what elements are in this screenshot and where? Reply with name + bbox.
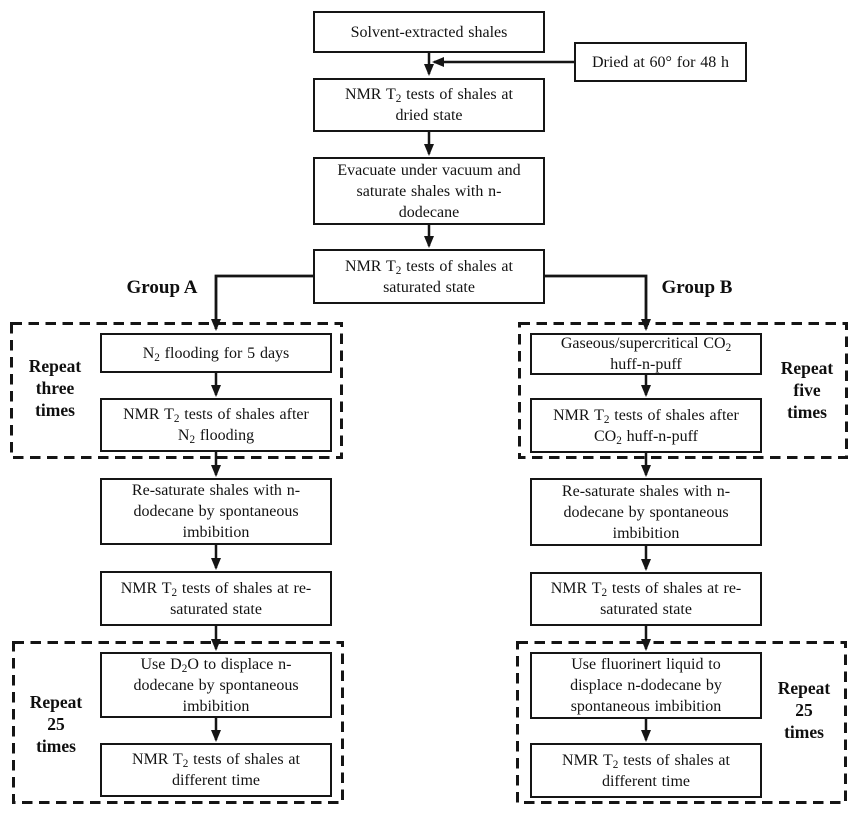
group-b-label: Group B bbox=[661, 277, 733, 298]
step-label: Use D2O to displace n- dodecane by spont… bbox=[133, 655, 299, 715]
step-label: Gaseous/supercritical CO2 huff-n-puff bbox=[560, 335, 732, 373]
repeat-25-times-enclosure-a bbox=[12, 641, 344, 804]
repeat-five-times-enclosure bbox=[518, 322, 848, 459]
repeat-25-times-label-b: Repeat 25 times bbox=[777, 678, 831, 742]
step-label: NMR T2 tests of shales at re- saturated … bbox=[550, 580, 742, 618]
step-b-nmr-resaturated-state: NMR T2 tests of shales at re- saturated … bbox=[530, 572, 762, 626]
step-label: NMR T2 tests of shales at dried state bbox=[345, 86, 513, 124]
repeat-five-times-label: Repeat five times bbox=[780, 358, 834, 422]
step-label: Solvent-extracted shales bbox=[350, 23, 508, 41]
branch-group-a bbox=[211, 274, 313, 331]
step-a-nmr-different-time: NMR T2 tests of shales at different time bbox=[100, 743, 332, 797]
step-label: Evacuate under vacuum and saturate shale… bbox=[337, 161, 521, 221]
step-a-nmr-resaturated-state: NMR T2 tests of shales at re- saturated … bbox=[100, 571, 332, 626]
step-label: N2 flooding for 5 days bbox=[142, 344, 290, 364]
step-nmr-saturated-state: NMR T2 tests of shales at saturated stat… bbox=[313, 249, 545, 304]
repeat-25-times-label-a: Repeat 25 times bbox=[29, 692, 83, 756]
step-nmr-dried-state: NMR T2 tests of shales at dried state bbox=[313, 78, 545, 132]
repeat-three-times-label: Repeat three times bbox=[28, 356, 82, 420]
step-label: NMR T2 tests of shales at different time bbox=[132, 751, 300, 789]
step-b-nmr-after-co2: NMR T2 tests of shales after CO2 huff-n-… bbox=[530, 398, 762, 453]
branch-group-b bbox=[545, 274, 651, 331]
step-a-nmr-after-n2-flooding: NMR T2 tests of shales after N2 flooding bbox=[100, 398, 332, 452]
step-a-n2-flooding: N2 flooding for 5 days bbox=[100, 333, 332, 373]
repeat-three-times-enclosure bbox=[10, 322, 343, 459]
step-a-resaturate-shales: Re-saturate shales with n- dodecane by s… bbox=[100, 478, 332, 545]
step-label: NMR T2 tests of shales after CO2 huff-n-… bbox=[553, 406, 739, 447]
step-label: Re-saturate shales with n- dodecane by s… bbox=[561, 482, 731, 542]
step-label: NMR T2 tests of shales at re- saturated … bbox=[120, 579, 312, 618]
step-evacuate-saturate: Evacuate under vacuum and saturate shale… bbox=[313, 157, 545, 225]
step-label: NMR T2 tests of shales after N2 flooding bbox=[123, 406, 309, 447]
repeat-25-times-enclosure-b bbox=[516, 641, 847, 804]
step-b-fluorinert-displace: Use fluorinert liquid to displace n-dode… bbox=[530, 652, 762, 719]
step-label: Re-saturate shales with n- dodecane by s… bbox=[131, 482, 301, 541]
step-label: NMR T2 tests of shales at different time bbox=[562, 751, 730, 790]
step-b-nmr-different-time: NMR T2 tests of shales at different time bbox=[530, 743, 762, 798]
step-label: Use fluorinert liquid to displace n-dode… bbox=[570, 656, 722, 715]
note-label: Dried at 60° for 48 h bbox=[591, 53, 730, 71]
step-solvent-extracted-shales: Solvent-extracted shales bbox=[313, 11, 545, 53]
group-a-label: Group A bbox=[126, 277, 198, 298]
step-a-d2o-displace: Use D2O to displace n- dodecane by spont… bbox=[100, 652, 332, 718]
note-dried-at-60: Dried at 60° for 48 h bbox=[574, 42, 747, 82]
step-b-co2-huff-n-puff: Gaseous/supercritical CO2 huff-n-puff bbox=[530, 333, 762, 375]
step-label: NMR T2 tests of shales at saturated stat… bbox=[345, 257, 513, 296]
step-b-resaturate-shales: Re-saturate shales with n- dodecane by s… bbox=[530, 478, 762, 546]
